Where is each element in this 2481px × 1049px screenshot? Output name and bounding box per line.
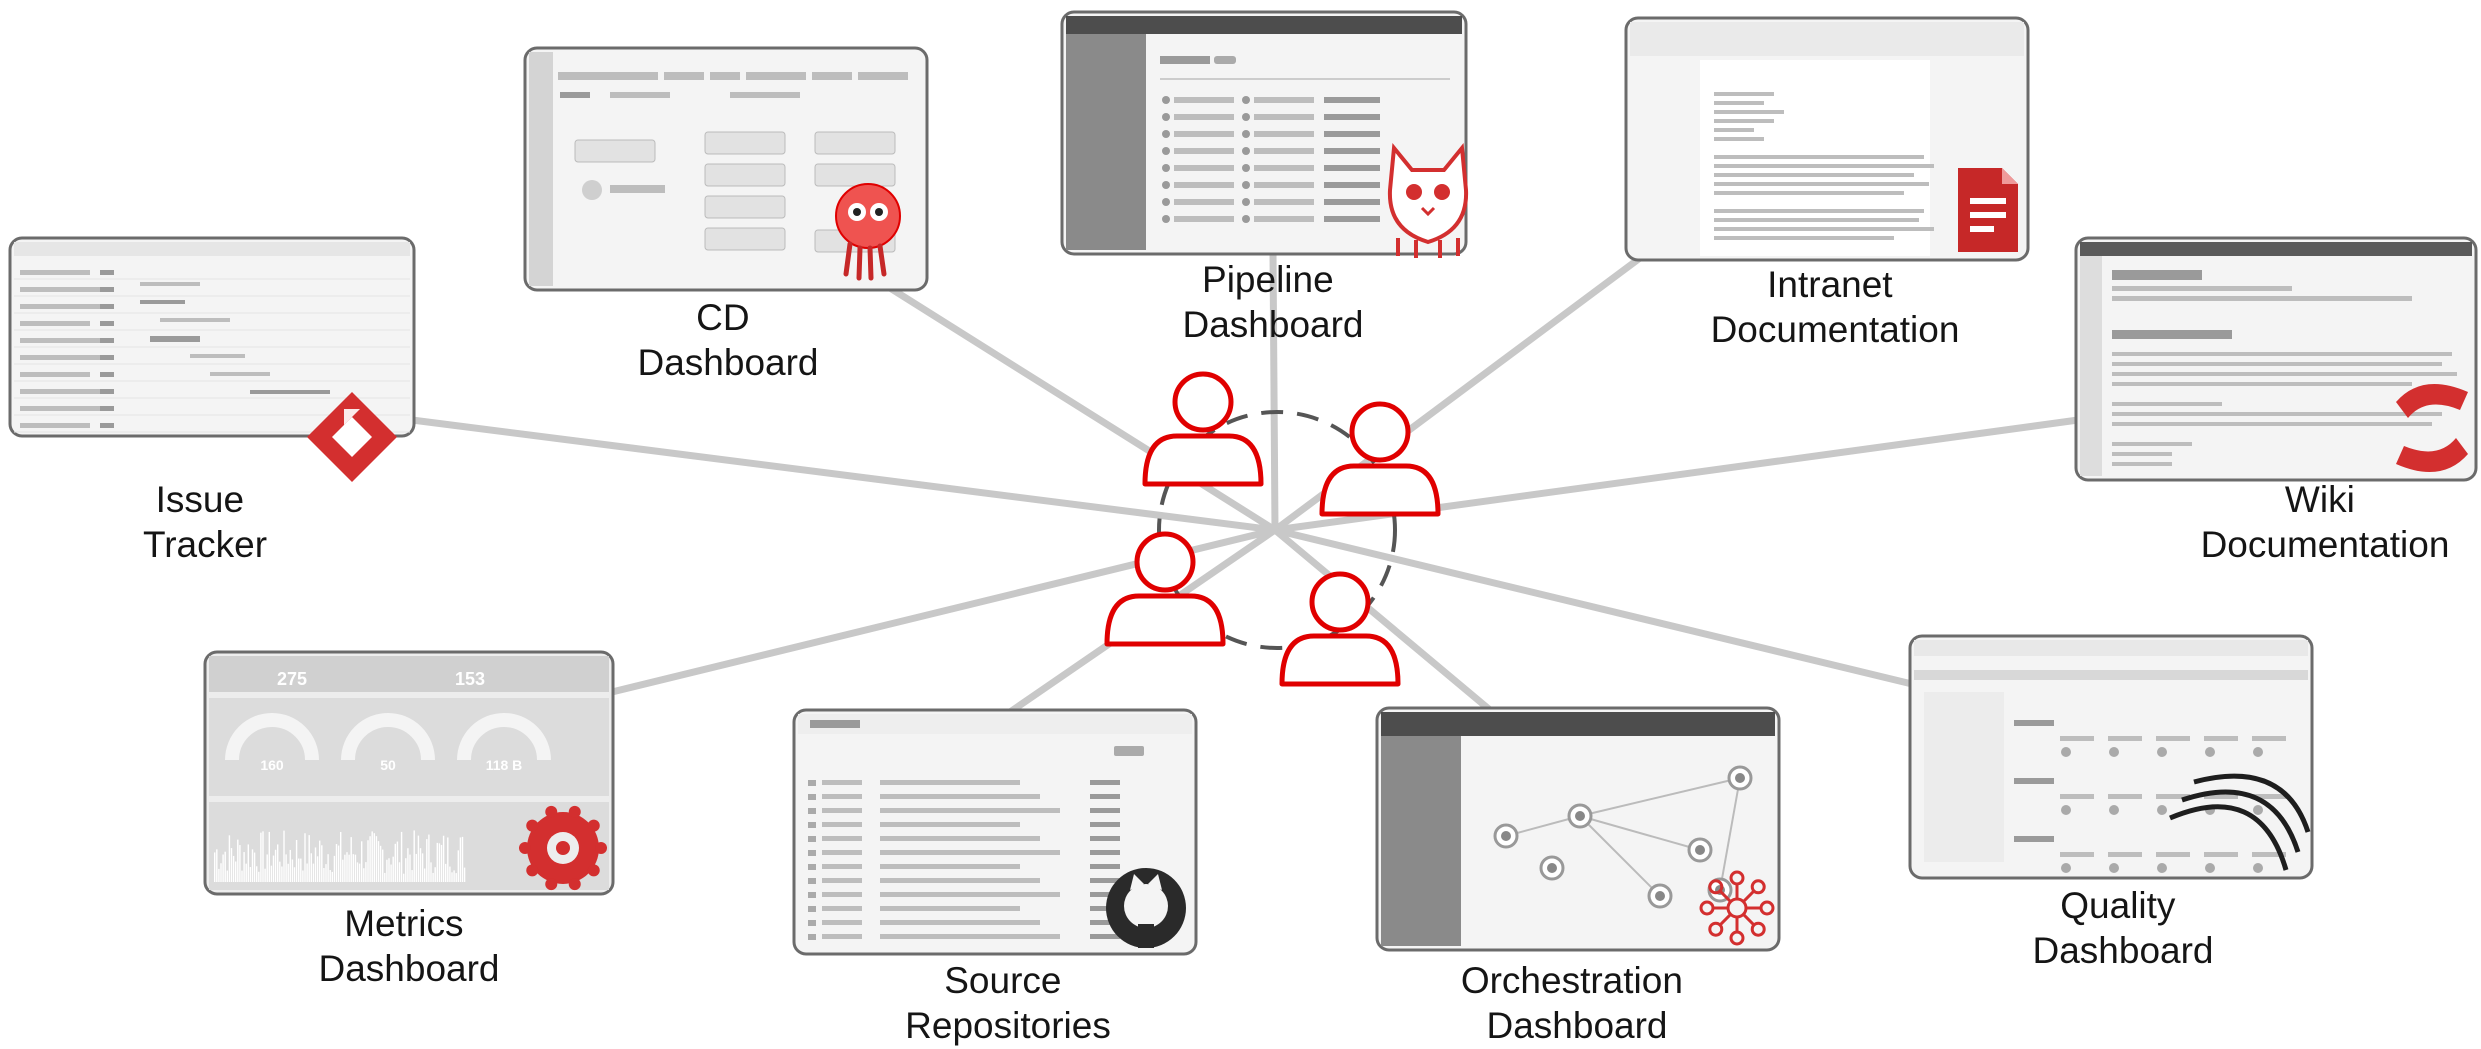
source-repositories-screen	[798, 714, 1192, 940]
issue-tracker-card[interactable]	[8, 236, 416, 482]
intranet-documentation-label: Intranet Documentation	[1711, 264, 1960, 350]
pipeline-dashboard-card[interactable]	[1060, 10, 1469, 258]
argo-octopus-icon	[835, 183, 901, 281]
cd-dashboard-label: CD Dashboard	[637, 297, 818, 383]
pipeline-dashboard-connector	[1269, 248, 1279, 534]
google-docs-icon	[1958, 168, 2018, 252]
issue-tracker-label: Issue Tracker	[143, 479, 267, 565]
source-repositories-card[interactable]	[792, 708, 1198, 956]
orchestration-graph-icon	[1699, 870, 1775, 946]
source-repositories-label: Source Repositories	[905, 960, 1111, 1046]
orchestration-dashboard-card[interactable]	[1375, 706, 1781, 952]
grafana-logo-icon	[519, 805, 607, 891]
orchestration-dashboard-label: Orchestration Dashboard	[1461, 960, 1693, 1046]
cd-dashboard-card[interactable]	[523, 46, 929, 292]
person-icon	[1319, 401, 1441, 517]
intranet-documentation-screen	[1630, 22, 2024, 256]
sonarqube-waves-icon	[2169, 773, 2311, 871]
gauge-value: 118 B	[486, 757, 523, 773]
quality-dashboard-screen	[1914, 640, 2308, 873]
metrics-dashboard-label: Metrics Dashboard	[318, 903, 499, 989]
metrics-dashboard-card[interactable]: 275 153 160 50 118 B	[203, 650, 615, 896]
person-icon	[1104, 531, 1226, 647]
metric-big-number-2: 153	[455, 669, 485, 689]
dashed-ring	[1157, 410, 1397, 650]
wiki-documentation-card[interactable]	[2074, 236, 2478, 482]
issue-tracker-connector	[408, 416, 1279, 534]
pipeline-dashboard-label: Pipeline Dashboard	[1182, 259, 1363, 345]
quality-dashboard-label: Quality Dashboard	[2032, 885, 2213, 971]
quality-dashboard-connector	[1271, 526, 1916, 688]
wiki-documentation-label: Wiki Documentation	[2201, 479, 2450, 565]
pipeline-dashboard-screen	[1066, 16, 1462, 250]
orchestration-dashboard-screen	[1381, 712, 1775, 946]
orchestration-dashboard-connector	[1271, 526, 1494, 714]
wiki-documentation-screen	[2080, 242, 2472, 476]
gauge-value: 50	[380, 757, 396, 773]
metric-big-number-1: 275	[277, 669, 307, 689]
cd-dashboard-screen	[529, 52, 908, 286]
user-ring	[1157, 410, 1397, 650]
person-icon	[1279, 571, 1401, 687]
intranet-documentation-card[interactable]	[1624, 16, 2030, 262]
confluence-logo-icon	[2396, 384, 2468, 472]
quality-dashboard-card[interactable]	[1908, 634, 2314, 880]
jira-logo-icon	[307, 392, 397, 482]
tekton-cat-icon	[1387, 142, 1469, 258]
cd-dashboard-connector	[886, 284, 1279, 534]
issue-tracker-screen	[14, 242, 410, 433]
person-icon	[1142, 371, 1264, 487]
github-octocat-icon	[1106, 868, 1186, 948]
gauge-value: 160	[260, 757, 284, 773]
team-users	[1104, 371, 1441, 687]
